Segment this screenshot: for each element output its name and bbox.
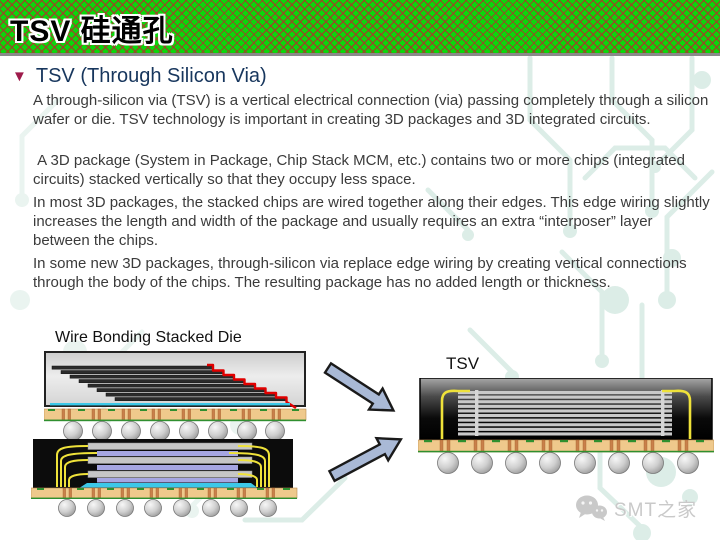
die-attach-layer xyxy=(50,403,290,406)
stacked-dies xyxy=(51,365,287,401)
arrow-bottom xyxy=(327,436,403,483)
substrate xyxy=(44,408,307,422)
stacked-die-staircase-diagram xyxy=(44,351,307,441)
edge-wire-left xyxy=(440,389,470,439)
tsv-package-diagram xyxy=(418,378,714,474)
tsv-via-column-left xyxy=(475,390,479,436)
tsv-die-stack xyxy=(458,390,672,436)
die-attach-layer xyxy=(80,483,257,488)
wechat-logo-icon xyxy=(576,495,607,521)
arrow-top xyxy=(323,361,396,412)
substrate xyxy=(418,439,714,453)
bond-wires-right xyxy=(228,445,270,487)
tsv-via-column-right xyxy=(661,390,665,436)
watermark-text: SMT之家 xyxy=(614,499,698,521)
watermark: SMT之家 xyxy=(574,494,697,522)
stacked-dies xyxy=(80,442,257,488)
paragraph-2: A 3D package (System in Package, Chip St… xyxy=(33,152,690,188)
wire-bonding-stacked-die-label: Wire Bonding Stacked Die xyxy=(55,329,242,346)
stacked-die-spacer-diagram xyxy=(31,439,298,517)
transition-arrows xyxy=(323,361,403,483)
mold-body xyxy=(44,351,306,407)
red-bond-wire xyxy=(207,363,297,410)
title-bar: TSV 硅通孔 xyxy=(0,0,720,56)
paragraph-1: A through-silicon via (TSV) is a vertica… xyxy=(33,92,713,128)
tsv-diagram-label: TSV xyxy=(446,354,480,373)
solder-balls xyxy=(58,499,277,517)
triangle-bullet-icon: ▼ xyxy=(12,68,27,85)
solder-balls xyxy=(437,452,699,474)
slide-title: TSV 硅通孔 xyxy=(10,15,174,48)
paragraph-4: In some new 3D packages, through-silicon… xyxy=(33,255,691,291)
paragraph-3: In most 3D packages, the stacked chips a… xyxy=(33,194,714,249)
body-text-block: A through-silicon via (TSV) is a vertica… xyxy=(33,91,713,296)
edge-wire-right xyxy=(662,389,692,439)
section-heading-text: TSV (Through Silicon Via) xyxy=(35,65,267,87)
solder-balls xyxy=(63,421,285,441)
section-heading: ▼ TSV (Through Silicon Via) xyxy=(12,65,267,88)
bond-wires-left xyxy=(56,445,98,487)
substrate xyxy=(31,487,298,499)
